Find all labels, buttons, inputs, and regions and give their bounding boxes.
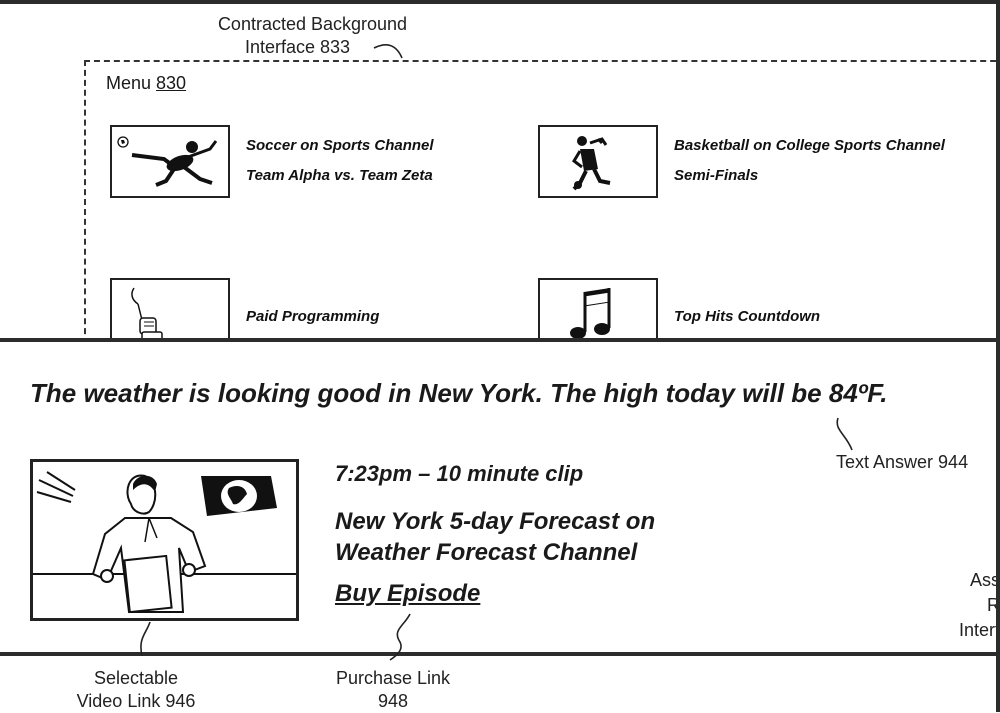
- menu-title-number: 830: [156, 73, 187, 93]
- menu-item-basketball-line2: Semi-Finals: [674, 167, 759, 184]
- menu-item-top-hits-text[interactable]: Top Hits Countdown: [674, 302, 820, 332]
- menu-item-soccer-line1: Soccer on Sports Channel: [246, 137, 434, 154]
- side-label-line2: R: [987, 595, 1000, 615]
- menu-item-soccer-text[interactable]: Soccer on Sports Channel Team Alpha vs. …: [246, 131, 434, 191]
- video-link-label-line1: Selectable: [93, 668, 179, 688]
- clip-time-duration: 7:23pm – 10 minute clip: [335, 461, 584, 486]
- text-answer-leader-line: [836, 417, 853, 451]
- contracted-label-line2: Interface 833: [244, 37, 351, 57]
- buy-episode-link[interactable]: Buy Episode: [335, 580, 481, 607]
- menu-item-basketball-text[interactable]: Basketball on College Sports Channel Sem…: [674, 131, 945, 191]
- contracted-background-label: Contracted Background Interface 833: [200, 13, 425, 59]
- menu-item-paid-programming-text[interactable]: Paid Programming: [246, 302, 379, 332]
- soccer-player-icon: [117, 136, 218, 187]
- menu-item-top-hits-thumbnail[interactable]: [538, 278, 658, 348]
- menu-item-basketball-line1: Basketball on College Sports Channel: [674, 137, 945, 154]
- purchase-link-leader-line: [389, 613, 411, 661]
- contracted-leader-line: [373, 44, 403, 59]
- right-edge-border: [996, 0, 1000, 712]
- side-label-line3: Interf: [958, 620, 1000, 640]
- panel-bottom-border: [0, 652, 1000, 656]
- purchase-link-label-line2: 948: [377, 691, 409, 711]
- selectable-video-link-label: Selectable Video Link 946: [56, 667, 216, 713]
- top-border-line: [0, 0, 1000, 4]
- vacuum-cleaner-icon: [131, 287, 163, 341]
- panel-top-border: [0, 338, 1000, 342]
- text-answer-label: Text Answer 944: [836, 452, 969, 472]
- weather-presenter-icon: [33, 471, 296, 614]
- menu-title: Menu 830: [106, 73, 186, 94]
- purchase-link-label-line1: Purchase Link: [335, 668, 451, 688]
- menu-item-top-hits-line1: Top Hits Countdown: [674, 308, 821, 325]
- side-label-line1: Ass: [969, 570, 1000, 590]
- menu-item-paid-programming-line1: Paid Programming: [246, 308, 380, 325]
- menu-item-soccer-thumbnail[interactable]: [110, 125, 230, 198]
- menu-item-paid-programming-thumbnail[interactable]: [110, 278, 230, 348]
- menu-item-soccer-line2: Team Alpha vs. Team Zeta: [246, 167, 433, 184]
- selectable-video-link[interactable]: [30, 459, 299, 621]
- clip-title: New York 5-day Forecast on Weather Forec…: [335, 508, 656, 566]
- text-answer: The weather is looking good in New York.…: [30, 378, 888, 408]
- video-link-label-line2: Video Link 946: [76, 691, 196, 711]
- purchase-link-label: Purchase Link 948: [318, 667, 468, 713]
- basketball-player-icon: [572, 136, 611, 191]
- video-link-leader-line: [140, 621, 151, 657]
- contracted-label-line1: Contracted Background: [217, 14, 408, 34]
- menu-title-prefix: Menu: [106, 73, 157, 93]
- music-note-icon: [570, 288, 611, 339]
- menu-item-basketball-thumbnail[interactable]: [538, 125, 658, 198]
